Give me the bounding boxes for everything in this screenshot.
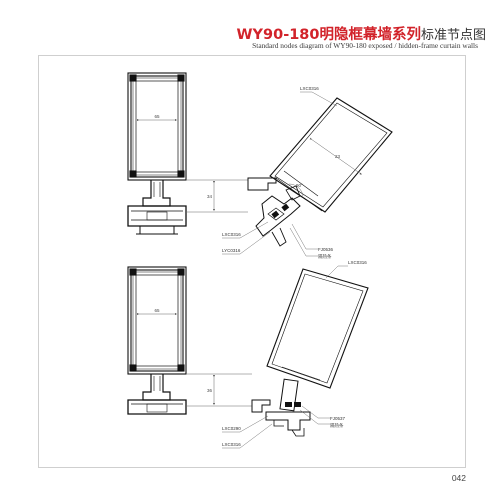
title-model: WY90-180 bbox=[236, 27, 320, 43]
node-2-label-left2: LXC0316 bbox=[222, 442, 241, 447]
node-1-label-fixing1: FJ0536 bbox=[318, 247, 334, 252]
node-1-drawing: 65 34 23 90° bbox=[127, 72, 393, 260]
node-2-label-left1: LXC0290 bbox=[222, 426, 241, 431]
node-2-glass-dim: 36 bbox=[207, 388, 213, 393]
page-number: 042 bbox=[451, 473, 466, 483]
node-2-drawing: 65 36 LXC0316 LXC0290 LXC0 bbox=[127, 260, 369, 449]
node-2-glass-width: 65 bbox=[154, 308, 160, 313]
title-cn-highlight: 明隐框幕墙系列 bbox=[319, 27, 421, 43]
node-1-glass-dim: 34 bbox=[207, 194, 213, 199]
node-2-connector bbox=[251, 378, 311, 437]
page-title: WY90-180明隐框幕墙系列标准节点图 bbox=[0, 23, 486, 44]
node-1-connector bbox=[247, 177, 301, 247]
node-2-label-fixing2: 隔热条 bbox=[330, 422, 344, 429]
node-1-label-left1: LXC0316 bbox=[222, 232, 241, 237]
drawing-border bbox=[38, 55, 466, 468]
node-2-angled-panel bbox=[266, 268, 369, 389]
node-1-panel-width: 23 bbox=[335, 154, 341, 159]
node-1-glass-width: 65 bbox=[154, 114, 160, 119]
node-1-label-fixing2: 隔热条 bbox=[318, 253, 332, 260]
node-1-frame-profile bbox=[127, 72, 187, 235]
node-2-frame-profile bbox=[127, 266, 187, 415]
node-2-label-top: LXC0316 bbox=[348, 260, 367, 265]
title-cn-rest: 标准节点图 bbox=[420, 28, 486, 43]
node-1-label-left2: LYC0316 bbox=[222, 248, 241, 253]
node-1-angled-panel bbox=[269, 97, 393, 213]
node-1-angle: 90° bbox=[296, 183, 303, 188]
node-1-label-top: LXC0316 bbox=[300, 86, 319, 91]
node-2-label-fixing1: FJ0537 bbox=[330, 416, 346, 421]
page-subtitle: Standard nodes diagram of WY90-180 expos… bbox=[252, 41, 478, 50]
